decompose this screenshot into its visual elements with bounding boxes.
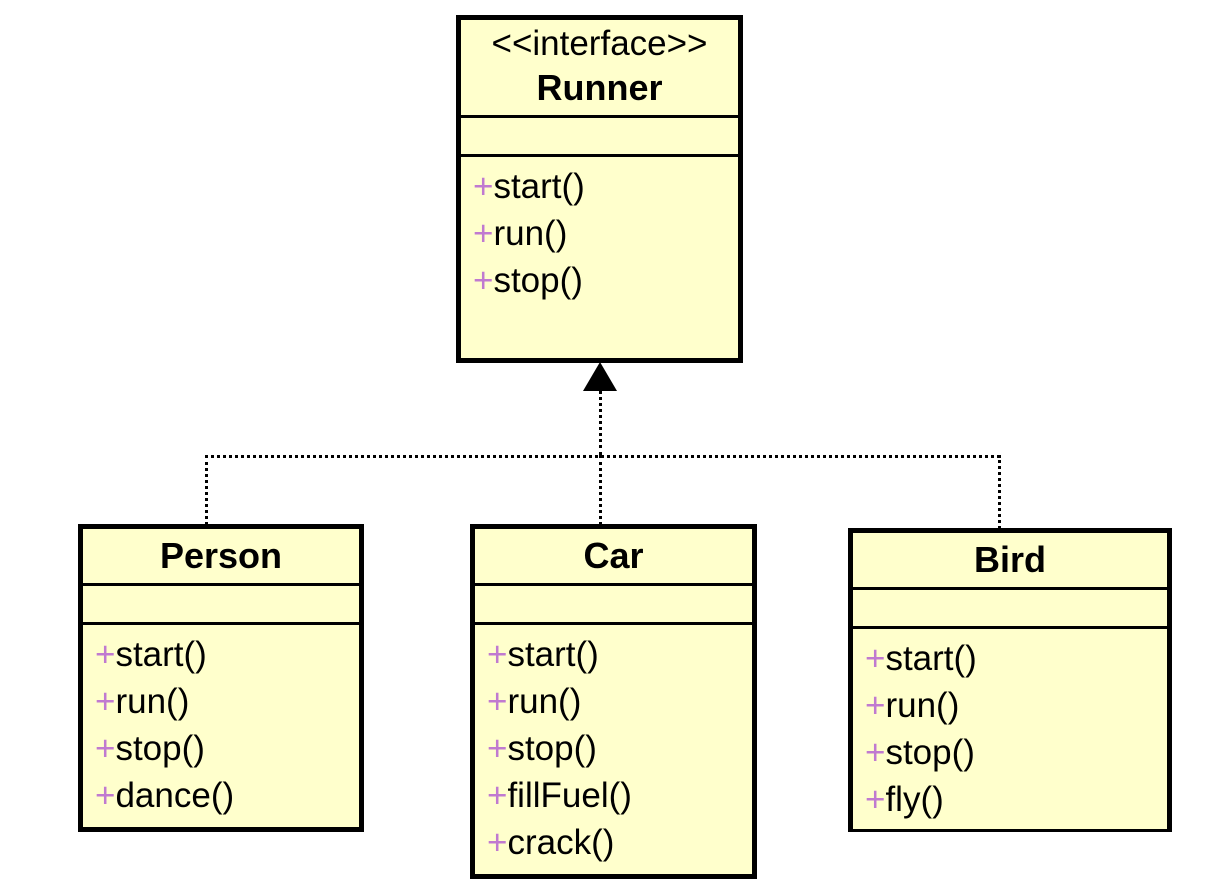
car-class-name: Car [583, 535, 644, 576]
realization-bus-horizontal [205, 455, 1000, 458]
operation-row: +stop() [83, 725, 359, 772]
operation-signature: start() [507, 635, 599, 674]
bird-header: Bird [853, 533, 1167, 590]
operation-signature: stop() [115, 729, 205, 768]
operation-row: +dance() [83, 772, 359, 819]
bird-class-name: Bird [974, 539, 1046, 580]
visibility-marker: + [473, 167, 494, 206]
operation-signature: start() [115, 635, 207, 674]
realization-drop-car [599, 455, 602, 525]
visibility-marker: + [487, 682, 508, 721]
operation-row: +start() [853, 635, 1167, 682]
person-operations-compartment: +start() +run() +stop() +dance() [83, 625, 359, 825]
realization-stem-vertical [599, 390, 602, 456]
visibility-marker: + [473, 214, 494, 253]
runner-attributes-compartment [461, 118, 738, 157]
visibility-marker: + [95, 729, 116, 768]
realization-drop-person [205, 455, 208, 525]
visibility-marker: + [865, 639, 886, 678]
operation-row: +run() [83, 678, 359, 725]
visibility-marker: + [865, 733, 886, 772]
visibility-marker: + [487, 729, 508, 768]
visibility-marker: + [865, 780, 886, 819]
visibility-marker: + [865, 686, 886, 725]
operation-row: +stop() [461, 257, 738, 304]
visibility-marker: + [95, 635, 116, 674]
visibility-marker: + [487, 776, 508, 815]
class-box-person[interactable]: Person +start() +run() +stop() +dance() [78, 524, 364, 832]
operation-row: +start() [83, 631, 359, 678]
visibility-marker: + [95, 682, 116, 721]
operation-signature: stop() [507, 729, 597, 768]
operation-signature: run() [885, 686, 960, 725]
operation-row: +stop() [853, 729, 1167, 776]
runner-class-name: Runner [536, 67, 663, 108]
operation-signature: run() [115, 682, 190, 721]
operation-row: +crack() [475, 819, 752, 866]
visibility-marker: + [487, 823, 508, 862]
operation-signature: run() [507, 682, 582, 721]
operation-signature: start() [885, 639, 977, 678]
operation-signature: stop() [885, 733, 975, 772]
runner-header: <<interface>> Runner [461, 20, 738, 118]
operation-signature: run() [493, 214, 568, 253]
operation-row: +stop() [475, 725, 752, 772]
visibility-marker: + [473, 261, 494, 300]
bird-attributes-compartment [853, 590, 1167, 629]
operation-row: +run() [461, 210, 738, 257]
bird-operations-compartment: +start() +run() +stop() +fly() [853, 629, 1167, 829]
operation-row: +fly() [853, 776, 1167, 823]
realization-arrowhead-icon [583, 362, 617, 391]
operation-signature: dance() [115, 776, 235, 815]
visibility-marker: + [95, 776, 116, 815]
car-operations-compartment: +start() +run() +stop() +fillFuel() +cra… [475, 625, 752, 872]
operation-row: +fillFuel() [475, 772, 752, 819]
realization-drop-bird [998, 455, 1001, 529]
car-header: Car [475, 529, 752, 586]
operation-row: +start() [461, 163, 738, 210]
operation-row: +run() [853, 682, 1167, 729]
class-box-car[interactable]: Car +start() +run() +stop() +fillFuel() … [470, 524, 757, 879]
person-class-name: Person [159, 535, 283, 576]
operation-row: +start() [475, 631, 752, 678]
runner-stereotype: <<interface>> [491, 24, 708, 63]
class-box-bird[interactable]: Bird +start() +run() +stop() +fly() [848, 528, 1172, 832]
operation-signature: start() [493, 167, 585, 206]
car-attributes-compartment [475, 586, 752, 625]
visibility-marker: + [487, 635, 508, 674]
operation-signature: fillFuel() [507, 776, 632, 815]
person-attributes-compartment [83, 586, 359, 625]
operation-row: +run() [475, 678, 752, 725]
class-box-runner[interactable]: <<interface>> Runner +start() +run() +st… [456, 15, 743, 363]
runner-operations-compartment: +start() +run() +stop() [461, 157, 738, 310]
operation-signature: fly() [885, 780, 944, 819]
person-header: Person [83, 529, 359, 586]
operation-signature: stop() [493, 261, 583, 300]
operation-signature: crack() [507, 823, 615, 862]
